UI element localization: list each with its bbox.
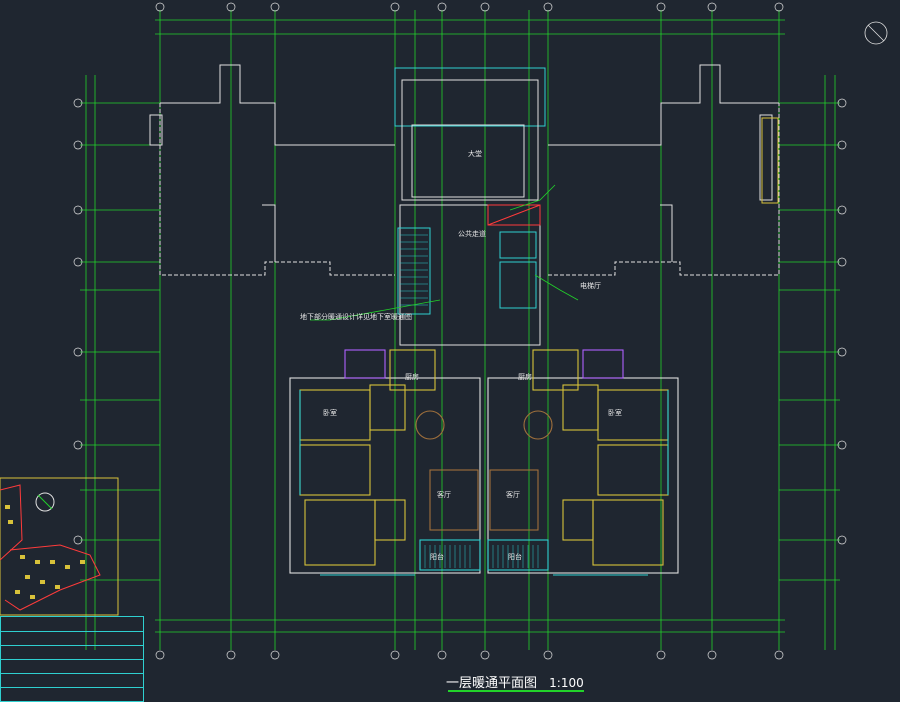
legend-row xyxy=(1,687,143,688)
axis-bubbles xyxy=(73,2,847,660)
right-apartment xyxy=(487,349,679,576)
key-plan xyxy=(0,477,119,616)
room-label: 阳台 xyxy=(430,553,444,561)
north-arrow xyxy=(864,21,888,45)
left-apartment xyxy=(289,349,481,576)
room-label: 厨房 xyxy=(518,373,532,381)
legend-row xyxy=(1,631,143,632)
room-label: 阳台 xyxy=(508,553,522,561)
drawing-scale: 1:100 xyxy=(549,676,584,690)
center-core xyxy=(394,67,546,346)
room-label: 卧室 xyxy=(608,409,622,417)
legend-row xyxy=(1,673,143,674)
stair xyxy=(400,234,428,306)
legend-row xyxy=(1,645,143,646)
key-plan-buildings xyxy=(5,505,85,599)
note-basement: 地下部分暖通设计详见地下室暖通图 xyxy=(300,313,412,321)
legend-row xyxy=(1,659,143,660)
note-public-corridor: 公共走道 xyxy=(458,230,486,238)
drawing-title: 一层暖通平面图 xyxy=(446,676,538,691)
title-underline xyxy=(448,690,584,692)
room-label: 厨房 xyxy=(405,373,419,381)
upper-building-outline xyxy=(149,64,780,276)
room-label: 客厅 xyxy=(506,491,520,499)
drawing-title-block: 一层暖通平面图 1:100 xyxy=(446,672,584,692)
room-label: 客厅 xyxy=(437,491,451,499)
legend-table xyxy=(0,616,144,702)
leader-lines xyxy=(310,184,579,321)
room-label: 卧室 xyxy=(323,409,337,417)
balcony-hatch xyxy=(424,545,539,568)
note-elevator-lobby: 电梯厅 xyxy=(580,282,601,290)
note-hall: 大堂 xyxy=(468,150,482,158)
